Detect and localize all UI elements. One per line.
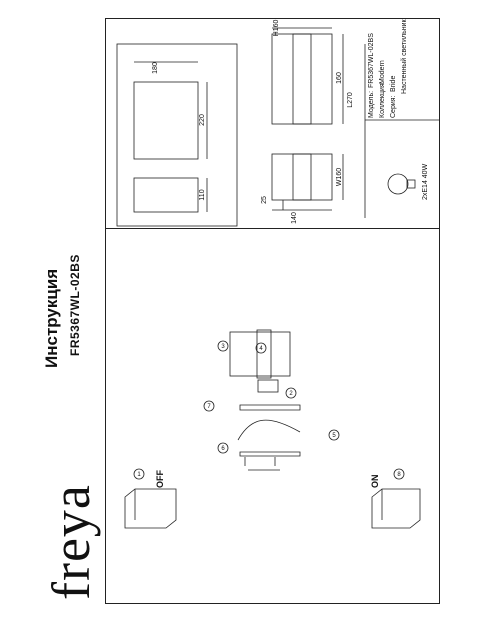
step-1-number: 1	[137, 472, 141, 478]
side-view-bottom	[271, 153, 333, 201]
front-view-outline	[116, 43, 238, 227]
step-6-number: 6	[221, 446, 225, 452]
step-3-marker	[217, 340, 229, 352]
dim-height: H160	[273, 20, 280, 37]
lamp-shade-assembly	[229, 331, 291, 377]
front-view-upper-shade	[133, 81, 199, 160]
off-label: OFF	[155, 470, 165, 488]
step-3-number: 3	[221, 344, 225, 350]
step-5-marker	[328, 429, 340, 441]
step-4-number: 4	[259, 346, 263, 352]
step-8-number: 8	[397, 472, 401, 478]
dim-front-width: 180	[152, 62, 159, 74]
dim-front-top: 220	[199, 114, 206, 126]
dim-length-160: 160	[336, 72, 343, 84]
dim-front-bottom: 110	[199, 189, 206, 200]
front-view-lower-shade	[133, 177, 199, 213]
step-2-marker	[285, 387, 297, 399]
dim-width: W160	[336, 168, 343, 186]
spec-collection-label: Коллекция:	[379, 81, 386, 118]
spec-model-label: Модель:	[368, 91, 375, 118]
step-1-marker	[133, 468, 145, 480]
step-4-marker	[255, 342, 267, 354]
dim-25: 25	[261, 196, 268, 204]
dim-140: 140	[291, 212, 298, 224]
spec-collection-value: Modern	[379, 60, 386, 84]
spec-type-value: Настенный светильник	[400, 18, 408, 94]
side-view-top	[271, 33, 333, 125]
on-label: ON	[370, 475, 380, 489]
spec-series-label: Серия:	[390, 95, 397, 118]
document-frame	[105, 18, 440, 604]
step-8-marker	[393, 468, 405, 480]
bulb-spec: 2xE14 40W	[422, 163, 429, 200]
dim-length: L270	[347, 92, 354, 108]
switch-box-off	[124, 488, 177, 529]
spec-divider	[105, 228, 440, 229]
step-2-number: 2	[289, 391, 293, 397]
step-7-number: 7	[207, 404, 211, 410]
step-6-marker	[217, 442, 229, 454]
switch-box-on	[371, 488, 421, 529]
spec-model-value: FR5367WL-02BS	[368, 33, 375, 88]
spec-series-value: Bride	[390, 76, 397, 92]
step-7-marker	[203, 400, 215, 412]
bulb-icon	[387, 173, 409, 195]
step-5-number: 5	[332, 433, 336, 439]
